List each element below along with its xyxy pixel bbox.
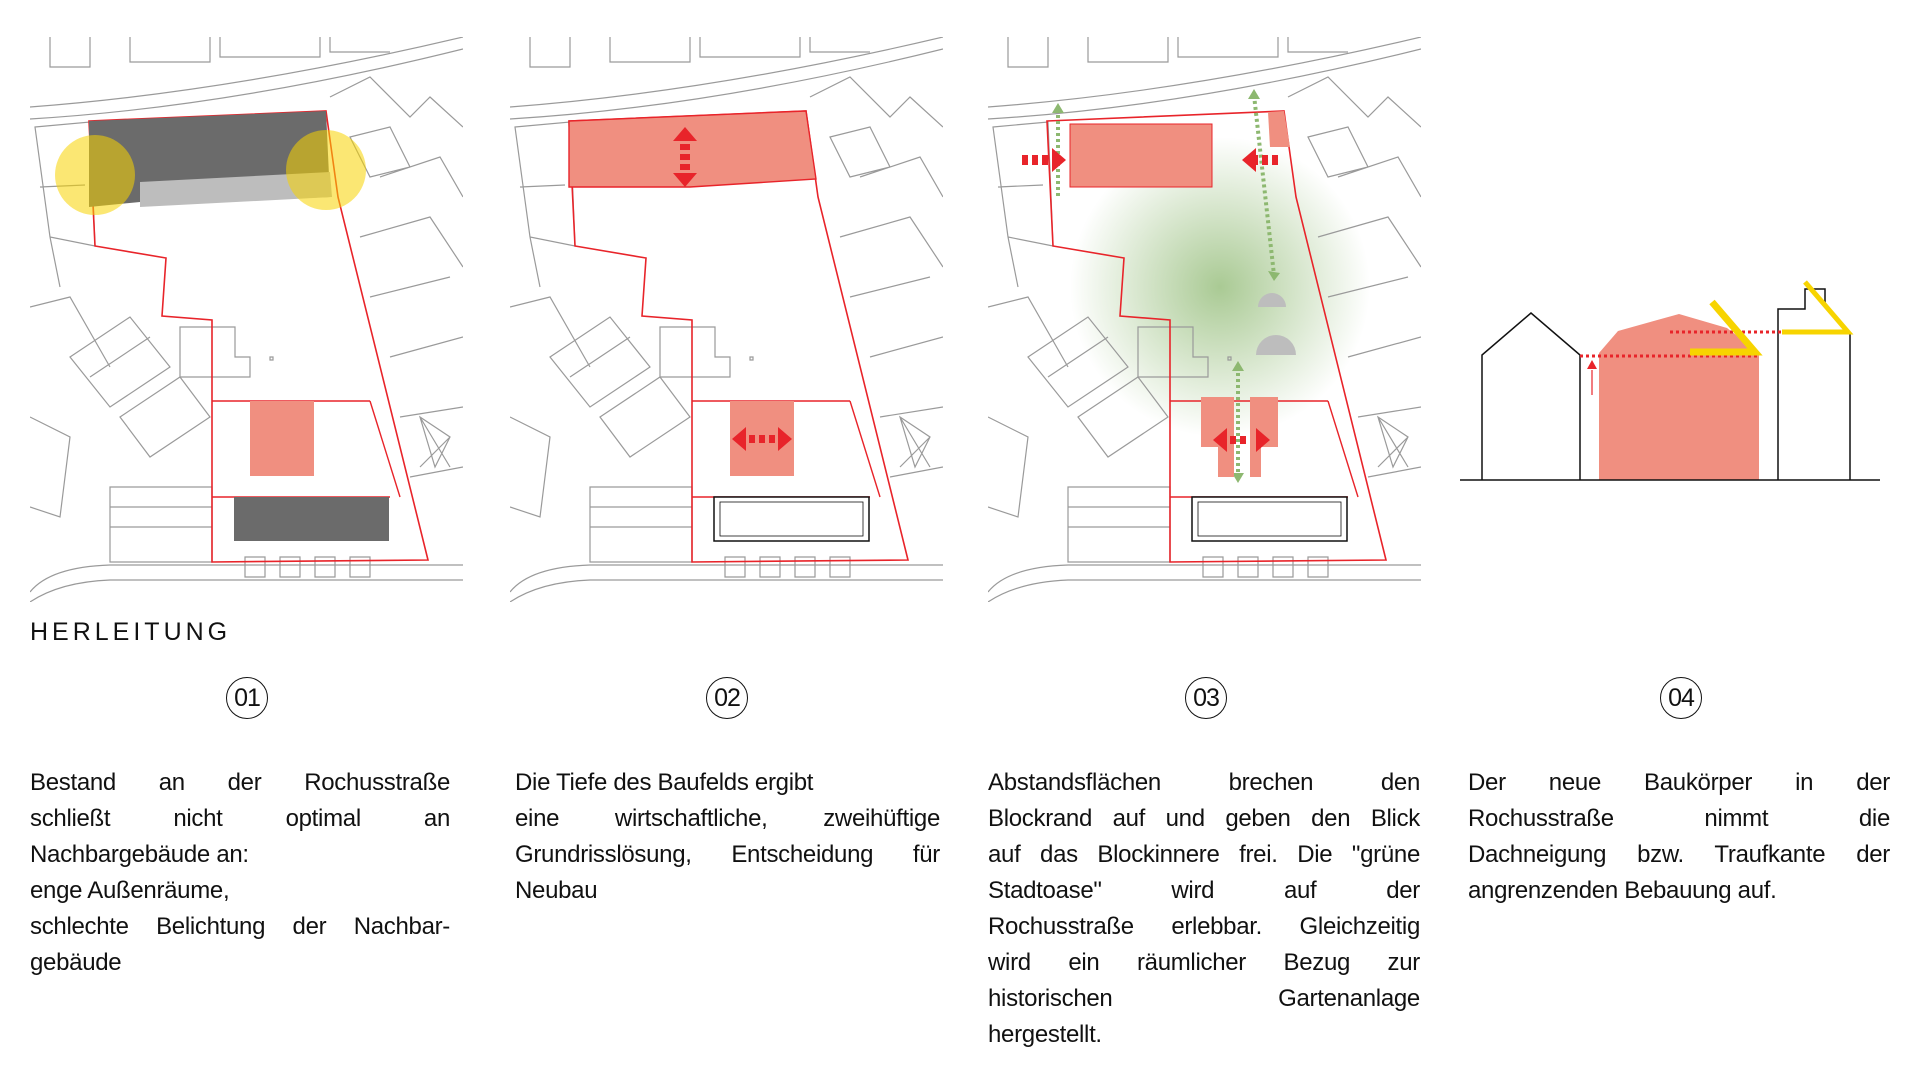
roof-pitch-marker: [1690, 299, 1763, 356]
width-arrow-icon: [732, 427, 792, 451]
text-line: Die Tiefe des Baufelds ergibt: [515, 769, 814, 796]
text-line: Grundrisslösung, Entscheidung für: [515, 841, 940, 868]
new-building-section: [1599, 314, 1759, 480]
neighbor-house-right: [1777, 288, 1851, 480]
step-number-04: 04: [1660, 677, 1702, 719]
light-deficit-circle: [286, 130, 366, 210]
text-line: Bestand an der Rochusstraße: [30, 769, 450, 796]
text-line: hergestellt.: [988, 1021, 1102, 1048]
neighbor-house-left: [1481, 312, 1581, 480]
text-line: eine wirtschaftliche, zweihüftige: [515, 805, 940, 832]
text-line: Rochusstraße nimmt die: [1468, 805, 1890, 832]
description-02: Die Tiefe des Baufelds ergibt eine wirts…: [515, 765, 940, 909]
street-section-04: [1460, 280, 1880, 481]
description-01: Bestand an der Rochusstraße schließt nic…: [30, 765, 450, 981]
site-plan-02: [510, 37, 943, 602]
text-line: enge Außenräume,: [30, 877, 230, 904]
green-oasis: [1070, 137, 1370, 437]
light-deficit-circle: [55, 135, 135, 215]
text-line: Neubau: [515, 877, 598, 904]
text-line: Abstandsflächen brechen den: [988, 769, 1420, 796]
text-line: wird ein räumlicher Bezug zur: [988, 949, 1420, 976]
arrow-up-icon: [1587, 360, 1597, 369]
text-line: Rochusstraße erlebbar. Gleichzeitig: [988, 913, 1420, 940]
text-line: schlechte Belichtung der Nachbar-: [30, 913, 450, 940]
step-number-01: 01: [226, 677, 268, 719]
text-line: gebäude: [30, 949, 122, 976]
text-line: angrenzenden Bebauung auf.: [1468, 877, 1777, 904]
new-building: [250, 401, 314, 476]
new-building-front: [568, 110, 817, 188]
text-line: Blockrand auf und geben den Blick: [988, 805, 1420, 832]
site-plan-03: [988, 37, 1421, 602]
text-line: historischen Gartenanlage: [988, 985, 1420, 1012]
description-04: Der neue Baukörper in der Rochusstraße n…: [1468, 765, 1890, 909]
text-line: Der neue Baukörper in der: [1468, 769, 1890, 796]
description-03: Abstandsflächen brechen den Blockrand au…: [988, 765, 1420, 1053]
text-line: auf das Blockinnere frei. Die "grüne: [988, 841, 1420, 868]
view-axis-line: [1056, 94, 1276, 477]
text-line: Nachbargebäude an:: [30, 841, 249, 868]
step-number-02: 02: [706, 677, 748, 719]
existing-rear-building: [234, 497, 389, 541]
text-line: Dachneigung bzw. Traufkante der: [1468, 841, 1890, 868]
depth-arrow-icon: [673, 127, 697, 187]
distance-arrow-icon: [1022, 148, 1278, 172]
text-line: Stadtoase" wird auf der: [988, 877, 1420, 904]
step-number-03: 03: [1185, 677, 1227, 719]
new-building-front: [1069, 123, 1213, 188]
roof-pitch-marker: [1782, 280, 1854, 335]
site-plan-01: [30, 37, 463, 602]
text-line: schließt nicht optimal an: [30, 805, 450, 832]
section-heading: HERLEITUNG: [30, 618, 232, 646]
